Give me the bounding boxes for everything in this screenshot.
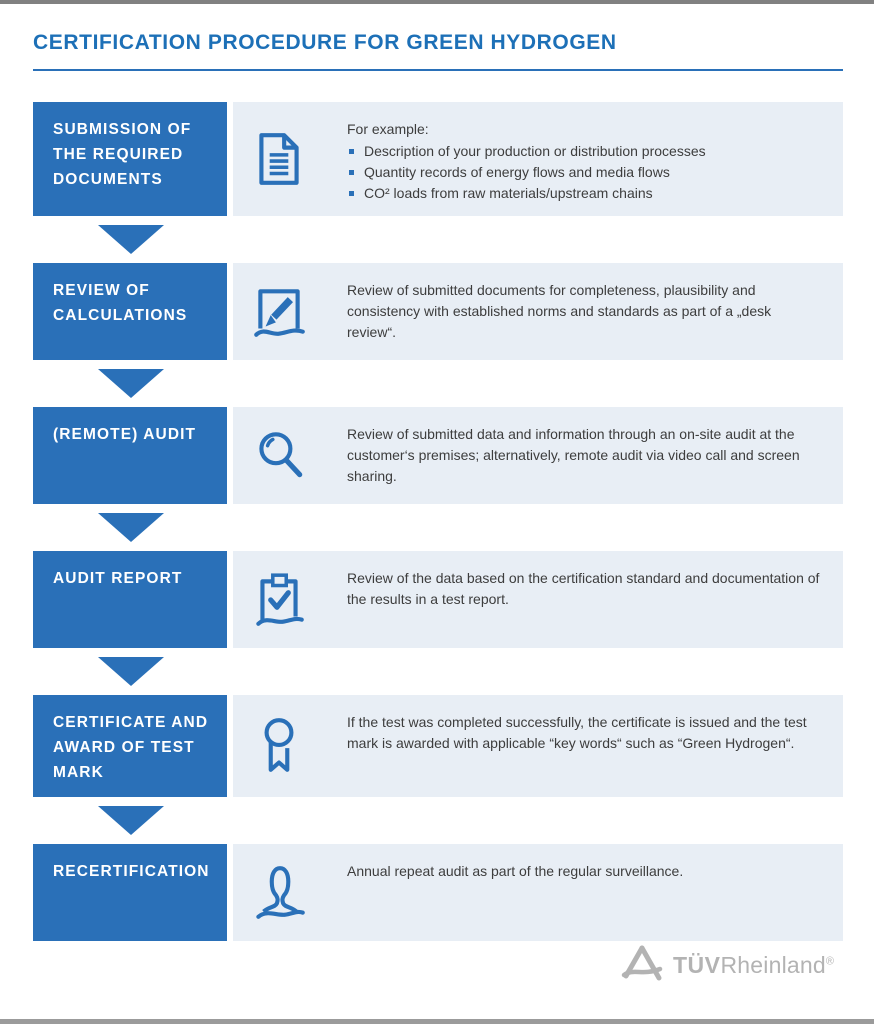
award-ribbon-icon xyxy=(233,695,325,797)
step-description: For example: Description of your product… xyxy=(325,102,843,216)
step-description: If the test was completed successfully, … xyxy=(325,695,843,797)
down-arrow-icon xyxy=(98,369,164,398)
description-text: Review of submitted data and information… xyxy=(347,426,800,484)
step-label-box: (REMOTE) AUDIT xyxy=(33,407,227,504)
tuv-triangle-icon xyxy=(621,944,663,987)
description-text: Review of the data based on the certific… xyxy=(347,570,820,607)
magnifier-icon xyxy=(233,407,325,504)
process-flow: SUBMISSION OF THE REQUIRED DOCUMENTS For… xyxy=(33,102,843,941)
step-label: CERTIFICATE AND AWARD OF TEST MARK xyxy=(53,714,209,781)
step-label-box: REVIEW OF CALCULATIONS xyxy=(33,263,227,360)
step-panel: For example: Description of your product… xyxy=(233,102,843,216)
step-label: AUDIT REPORT xyxy=(53,570,183,587)
flow-arrow-zone xyxy=(33,797,843,844)
flow-arrow-zone xyxy=(33,360,843,407)
down-arrow-icon xyxy=(98,513,164,542)
step-label: REVIEW OF CALCULATIONS xyxy=(53,282,188,324)
flow-arrow-zone xyxy=(33,216,843,263)
step-submission-of-documents: SUBMISSION OF THE REQUIRED DOCUMENTS For… xyxy=(33,102,843,216)
step-label-box: AUDIT REPORT xyxy=(33,551,227,648)
page-title: CERTIFICATION PROCEDURE FOR GREEN HYDROG… xyxy=(33,31,617,54)
down-arrow-icon xyxy=(98,225,164,254)
content-area: CERTIFICATION PROCEDURE FOR GREEN HYDROG… xyxy=(0,31,874,941)
step-description: Review of submitted data and information… xyxy=(325,407,843,504)
step-label-box: CERTIFICATE AND AWARD OF TEST MARK xyxy=(33,695,227,797)
step-label-box: RECERTIFICATION xyxy=(33,844,227,941)
logo-wordmark: TÜVRheinland® xyxy=(673,952,834,979)
description-intro: For example: xyxy=(347,121,429,137)
brand-logo: TÜVRheinland® xyxy=(621,944,834,987)
step-remote-audit: (REMOTE) AUDIT Review of submitted data … xyxy=(33,407,843,504)
description-text: If the test was completed successfully, … xyxy=(347,714,807,751)
description-text: Review of submitted documents for comple… xyxy=(347,282,772,340)
step-panel: Review of submitted documents for comple… xyxy=(233,263,843,360)
step-label: SUBMISSION OF THE REQUIRED DOCUMENTS xyxy=(53,121,192,188)
step-certificate-award: CERTIFICATE AND AWARD OF TEST MARK If th… xyxy=(33,695,843,797)
step-panel: Annual repeat audit as part of the regul… xyxy=(233,844,843,941)
down-arrow-icon xyxy=(98,806,164,835)
person-icon xyxy=(233,844,325,941)
description-bullets: Description of your production or distri… xyxy=(347,141,821,204)
bullet-item: Description of your production or distri… xyxy=(347,141,821,162)
logo-text-bold: TÜV xyxy=(673,952,721,978)
step-label-box: SUBMISSION OF THE REQUIRED DOCUMENTS xyxy=(33,102,227,216)
step-recertification: RECERTIFICATION Annual repeat audit as p… xyxy=(33,844,843,941)
step-panel: If the test was completed successfully, … xyxy=(233,695,843,797)
step-review-of-calculations: REVIEW OF CALCULATIONS Review of submitt… xyxy=(33,263,843,360)
logo-text-light: Rheinland xyxy=(720,952,826,978)
step-panel: Review of submitted data and information… xyxy=(233,407,843,504)
bullet-item: CO² loads from raw materials/upstream ch… xyxy=(347,183,821,204)
registered-mark: ® xyxy=(825,955,834,968)
step-panel: Review of the data based on the certific… xyxy=(233,551,843,648)
document-icon xyxy=(233,102,325,216)
bullet-item: Quantity records of energy flows and med… xyxy=(347,162,821,183)
flow-arrow-zone xyxy=(33,504,843,551)
step-label: (REMOTE) AUDIT xyxy=(53,426,197,443)
clipboard-check-icon xyxy=(233,551,325,648)
step-description: Review of submitted documents for comple… xyxy=(325,263,843,360)
title-underline xyxy=(33,69,843,71)
pencil-note-icon xyxy=(233,263,325,360)
flow-arrow-zone xyxy=(33,648,843,695)
step-description: Review of the data based on the certific… xyxy=(325,551,843,648)
step-label: RECERTIFICATION xyxy=(53,863,210,880)
step-audit-report: AUDIT REPORT Review of the data based on… xyxy=(33,551,843,648)
description-text: Annual repeat audit as part of the regul… xyxy=(347,863,684,879)
step-description: Annual repeat audit as part of the regul… xyxy=(325,844,843,941)
down-arrow-icon xyxy=(98,657,164,686)
